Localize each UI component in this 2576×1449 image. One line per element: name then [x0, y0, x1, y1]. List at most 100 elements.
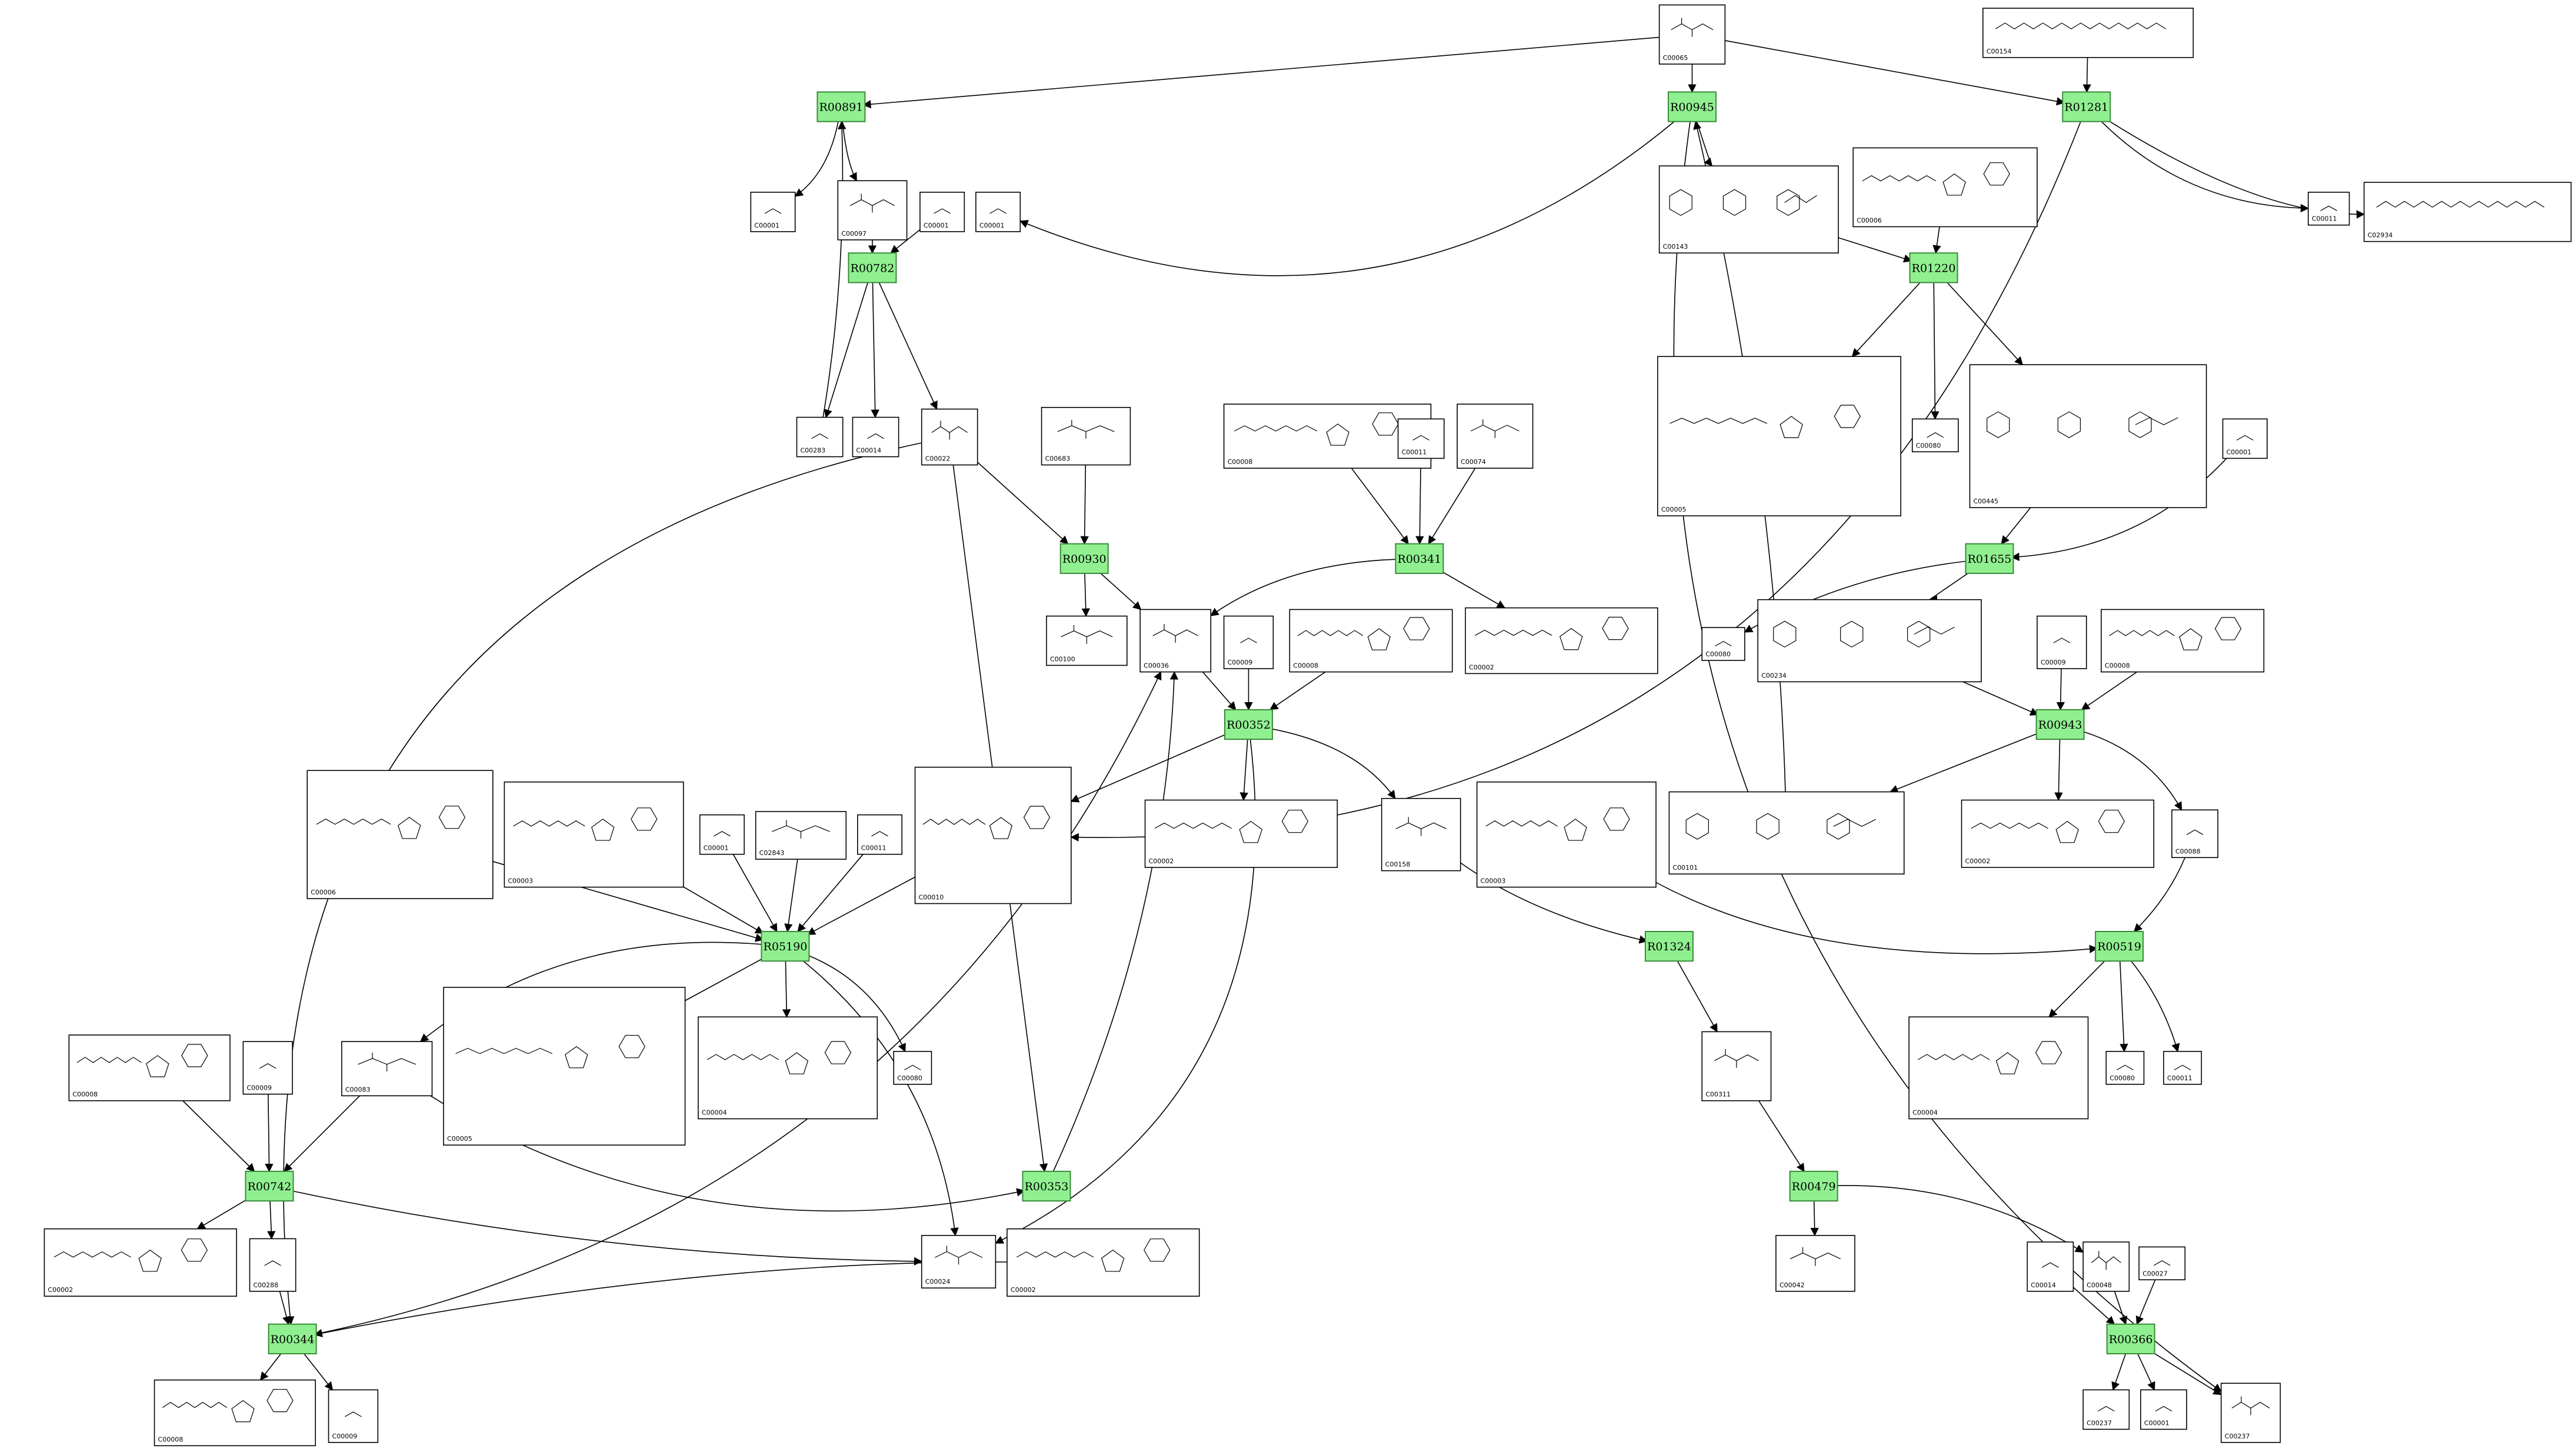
- structure-glyph: [2153, 1260, 2171, 1266]
- compound-node[interactable]: C00022: [921, 408, 978, 466]
- compound-node[interactable]: C00005: [1657, 356, 1901, 517]
- edge-r12-c51: [2131, 960, 2180, 1053]
- compound-node[interactable]: C00074: [1457, 403, 1534, 469]
- compound-box: [1397, 418, 1445, 459]
- compound-node[interactable]: C00101: [1668, 791, 1905, 875]
- compound-node[interactable]: C00002: [44, 1228, 237, 1297]
- compound-node[interactable]: C00014: [852, 416, 899, 458]
- reaction-node[interactable]: R00930: [1059, 543, 1109, 574]
- compound-node[interactable]: C00048: [2082, 1241, 2130, 1292]
- reaction-node[interactable]: R05190: [761, 931, 810, 962]
- compound-node[interactable]: C00024: [921, 1235, 997, 1289]
- compound-node[interactable]: C00001: [2222, 418, 2268, 459]
- compound-node[interactable]: C00001: [919, 192, 965, 232]
- compound-node[interactable]: C00008: [68, 1034, 231, 1101]
- reaction-node[interactable]: R01281: [2062, 91, 2111, 122]
- compound-node[interactable]: C00005: [443, 987, 686, 1146]
- edge-r6-c25: [1441, 570, 1506, 609]
- compound-node[interactable]: C00011: [857, 814, 903, 855]
- compound-node[interactable]: C00009: [1223, 615, 1274, 669]
- compound-node[interactable]: C00097: [837, 180, 908, 241]
- compound-node[interactable]: C00014: [2027, 1241, 2074, 1292]
- compound-node[interactable]: C00002: [1007, 1228, 1200, 1297]
- compound-id: C00009: [2041, 659, 2066, 666]
- compound-node[interactable]: C00154: [1982, 8, 2194, 58]
- reaction-node[interactable]: R01655: [1965, 543, 2014, 574]
- compound-node[interactable]: C00009: [2037, 615, 2087, 669]
- compound-node[interactable]: C00001: [975, 192, 1021, 232]
- compound-node[interactable]: C00001: [2140, 1389, 2187, 1430]
- reaction-node[interactable]: R00782: [848, 252, 897, 283]
- reaction-box: [1395, 543, 1444, 574]
- compound-node[interactable]: C00001: [750, 192, 796, 232]
- edge-r2-c35: [1070, 121, 2081, 842]
- structure-glyph: [2174, 1064, 2191, 1070]
- compound-node[interactable]: C00234: [1757, 599, 1982, 683]
- compound-node[interactable]: C00080: [893, 1051, 932, 1085]
- compound-node[interactable]: C00008: [2101, 609, 2265, 673]
- reaction-node[interactable]: R00479: [1789, 1170, 1838, 1202]
- reaction-node[interactable]: R00945: [1668, 91, 1717, 122]
- compound-node[interactable]: C00011: [2307, 192, 2350, 226]
- compound-node[interactable]: C00010: [914, 766, 1072, 904]
- compound-node[interactable]: C00036: [1139, 609, 1212, 673]
- compound-box: [893, 1051, 932, 1085]
- reaction-node[interactable]: R00891: [817, 91, 866, 122]
- compound-node[interactable]: C00683: [1041, 407, 1131, 466]
- compound-node[interactable]: C00011: [2163, 1051, 2202, 1085]
- compound-node[interactable]: C00237: [2082, 1389, 2130, 1430]
- structure-glyph: [1789, 1247, 1841, 1266]
- structure-glyph: [931, 420, 968, 440]
- compound-node[interactable]: C00083: [341, 1041, 433, 1097]
- compound-node[interactable]: C00001: [699, 814, 745, 855]
- compound-node[interactable]: C00008: [1223, 403, 1432, 469]
- reaction-node[interactable]: R00366: [2106, 1323, 2155, 1354]
- reaction-node[interactable]: R01220: [1909, 252, 1958, 283]
- reaction-node[interactable]: R00742: [245, 1170, 294, 1202]
- compound-node[interactable]: C02843: [755, 811, 847, 860]
- compound-node[interactable]: C00311: [1701, 1031, 1772, 1101]
- compound-node[interactable]: C00237: [2220, 1383, 2281, 1443]
- compound-node[interactable]: C00004: [698, 1016, 878, 1120]
- compound-node[interactable]: C00283: [796, 416, 844, 458]
- compound-node[interactable]: C00009: [328, 1389, 379, 1443]
- compound-node[interactable]: C00027: [2138, 1246, 2186, 1281]
- compound-node[interactable]: C00008: [154, 1379, 316, 1447]
- compound-node[interactable]: C00065: [1658, 4, 1726, 65]
- reaction-node[interactable]: R00353: [1022, 1170, 1071, 1202]
- compound-node[interactable]: C00158: [1381, 797, 1461, 872]
- compound-node[interactable]: C00011: [1397, 418, 1445, 459]
- compound-node[interactable]: C00004: [1908, 1016, 2089, 1120]
- reaction-node[interactable]: R00344: [268, 1323, 317, 1354]
- compound-node[interactable]: C00006: [1852, 147, 2038, 228]
- compound-node[interactable]: C00100: [1046, 615, 1128, 666]
- structure-glyph: [934, 208, 951, 214]
- compound-node[interactable]: C00002: [1465, 607, 1658, 675]
- compound-node[interactable]: C00445: [1969, 364, 2207, 509]
- compound-node[interactable]: C00143: [1658, 165, 1839, 254]
- compound-node[interactable]: C00088: [2171, 809, 2218, 859]
- compound-node[interactable]: C00003: [504, 781, 684, 888]
- structure-glyph: [1714, 1049, 1759, 1068]
- compound-node[interactable]: C00080: [2105, 1051, 2145, 1085]
- compound-node[interactable]: C00080: [1701, 627, 1745, 661]
- compound-node[interactable]: C00288: [249, 1238, 296, 1292]
- compound-node[interactable]: C00002: [1961, 799, 2155, 868]
- structure-glyph: [259, 1063, 276, 1069]
- compound-node[interactable]: C00006: [306, 770, 494, 899]
- reaction-node[interactable]: R00519: [2095, 931, 2144, 962]
- reaction-node[interactable]: R01324: [1644, 931, 1694, 962]
- compound-node[interactable]: C00042: [1775, 1235, 1855, 1292]
- compound-node[interactable]: C00009: [242, 1041, 293, 1095]
- compound-node[interactable]: C00008: [1289, 609, 1453, 673]
- compound-node[interactable]: C00003: [1476, 781, 1657, 888]
- edge-r13-c53: [266, 1201, 276, 1240]
- compound-node[interactable]: C00080: [1911, 418, 1959, 453]
- reaction-node[interactable]: R00943: [2035, 709, 2085, 740]
- reaction-id: R00344: [271, 1333, 315, 1346]
- reaction-node[interactable]: R00341: [1395, 543, 1444, 574]
- compound-node[interactable]: C02934: [2363, 182, 2572, 242]
- compound-node[interactable]: C00002: [1144, 799, 1338, 868]
- reaction-node[interactable]: R00352: [1224, 709, 1273, 740]
